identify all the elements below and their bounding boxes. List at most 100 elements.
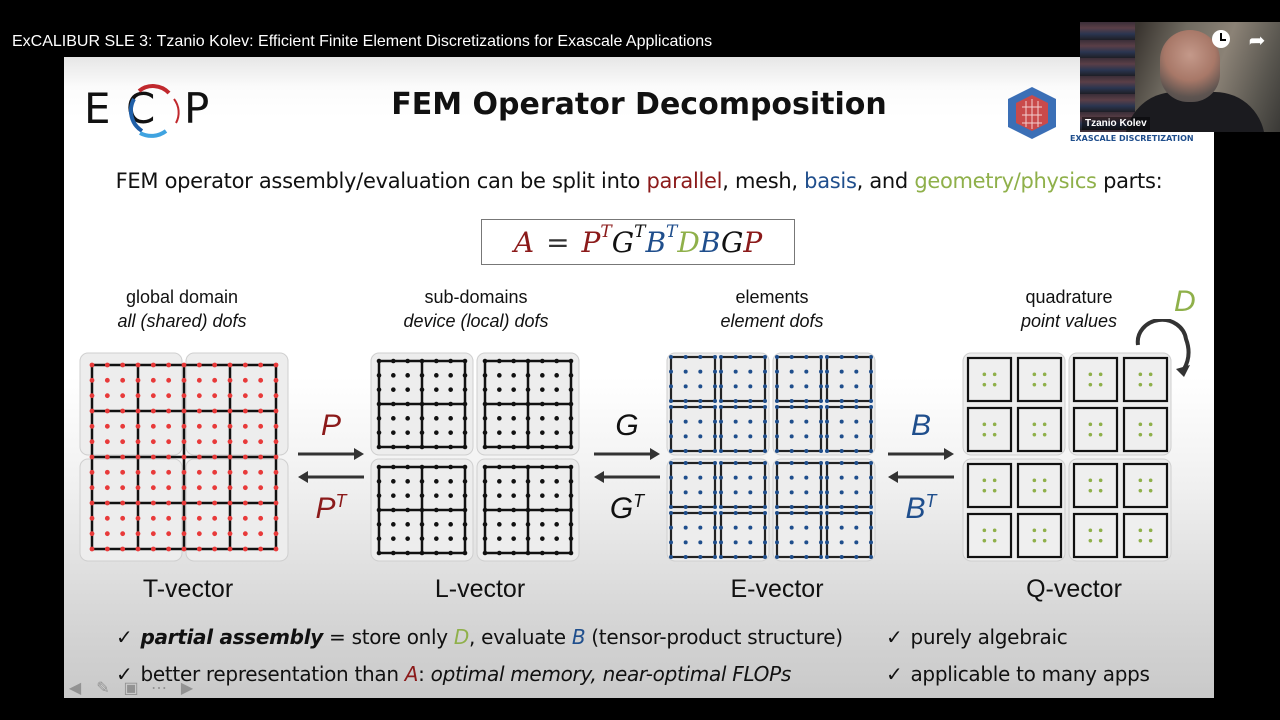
dof-dot (376, 550, 382, 556)
dof-dot (540, 464, 545, 470)
dof-dot (1042, 488, 1047, 493)
dof-dot (242, 454, 248, 460)
dof-dot (1138, 478, 1143, 483)
dof-dot (1148, 528, 1153, 533)
share-icon[interactable]: ➦ (1248, 30, 1266, 52)
dof-dot (150, 377, 156, 383)
bullet-d: D (453, 625, 469, 649)
dof-dot (733, 525, 738, 530)
dof-dot (419, 479, 425, 484)
dof-dot (376, 416, 382, 421)
dof-dot (405, 358, 410, 364)
dof-dot (713, 555, 717, 559)
dof-dot (196, 469, 202, 475)
more-icon[interactable]: ⋯ (151, 680, 167, 697)
dof-dot (497, 493, 502, 498)
dof-dot (540, 522, 545, 527)
dof-dot (462, 464, 468, 470)
dof-dot (992, 538, 997, 543)
dof-dot (462, 387, 468, 392)
dof-dot (120, 377, 126, 383)
element-box (1122, 512, 1169, 559)
dof-dot (789, 449, 794, 453)
slides-icon[interactable]: ▣ (123, 680, 139, 697)
dof-dot (242, 408, 248, 414)
dof-dot (104, 393, 110, 399)
dof-dot (448, 430, 453, 435)
pen-icon[interactable]: ✎ (96, 680, 110, 697)
dof-dot (992, 478, 997, 483)
dof-dot (713, 355, 717, 359)
dof-dot (150, 393, 156, 399)
slide-title: FEM Operator Decomposition (391, 87, 887, 122)
dof-dot (525, 550, 531, 556)
dof-dot (405, 464, 410, 470)
operator-back-sup: T (335, 491, 347, 511)
dof-dot (273, 439, 279, 445)
dof-dot (462, 479, 468, 484)
dof-dot (669, 525, 673, 530)
dof-dot (448, 401, 453, 407)
dof-dot (854, 461, 859, 465)
dof-dot (405, 416, 410, 421)
next-slide-icon[interactable]: ▶ (180, 680, 194, 697)
element-box (966, 512, 1013, 559)
dof-dot (804, 369, 809, 374)
dof-dot (525, 373, 531, 378)
dof-dot (150, 408, 156, 414)
dof-dot (540, 401, 545, 407)
dof-dot (719, 475, 723, 480)
dof-dot (227, 515, 233, 521)
dof-dot (568, 507, 574, 513)
dof-dot (462, 507, 468, 513)
dof-dot (825, 384, 829, 389)
dof-dot (462, 401, 468, 407)
d-curved-arrow-icon (1135, 319, 1191, 377)
dof-dot (568, 550, 574, 556)
dof-dot (405, 430, 410, 435)
formula-term-sup: T (666, 222, 678, 243)
dof-dot (733, 419, 738, 424)
check-icon: ✓ (116, 625, 133, 649)
bullets-right: ✓purely algebraic ✓applicable to many ap… (886, 625, 1150, 699)
dof-dot (819, 434, 823, 439)
column-label-subdomains: sub-domains device (local) dofs (366, 285, 586, 333)
dof-dot (748, 490, 753, 495)
dof-dot (748, 525, 753, 530)
dof-dot (789, 555, 794, 559)
bullet-text: : (418, 662, 431, 686)
dof-dot (448, 479, 453, 484)
dof-dot (669, 449, 673, 453)
subdomain-panel (666, 458, 770, 562)
dof-dot (992, 488, 997, 493)
dof-dot (434, 464, 439, 470)
dof-dot (89, 515, 95, 521)
clock-icon[interactable] (1210, 30, 1232, 52)
dof-dot (839, 405, 844, 409)
dof-dot (120, 393, 126, 399)
prev-slide-icon[interactable]: ◀ (68, 680, 82, 697)
dof-dot (683, 399, 688, 403)
dof-dot (992, 382, 997, 387)
dof-dot (196, 531, 202, 537)
dof-dot (789, 540, 794, 545)
dof-dot (196, 485, 202, 491)
dof-dot (698, 490, 703, 495)
dof-dot (775, 434, 779, 439)
dof-dot (789, 461, 794, 465)
dof-dot (391, 536, 396, 541)
dof-dot (511, 401, 516, 407)
dof-dot (1098, 432, 1103, 437)
dof-dot (242, 500, 248, 506)
arrow-right-icon (594, 448, 660, 460)
dof-dot (554, 464, 559, 470)
dof-dot (242, 377, 248, 383)
dof-dot (525, 430, 531, 435)
formula-terms: PTGTBTDBGP (582, 222, 763, 258)
dof-dot (1088, 478, 1093, 483)
dof-dot (1088, 422, 1093, 427)
element-box (1072, 356, 1119, 403)
dof-dot (104, 423, 110, 429)
dof-dot (376, 522, 382, 527)
dof-dot (1138, 422, 1143, 427)
